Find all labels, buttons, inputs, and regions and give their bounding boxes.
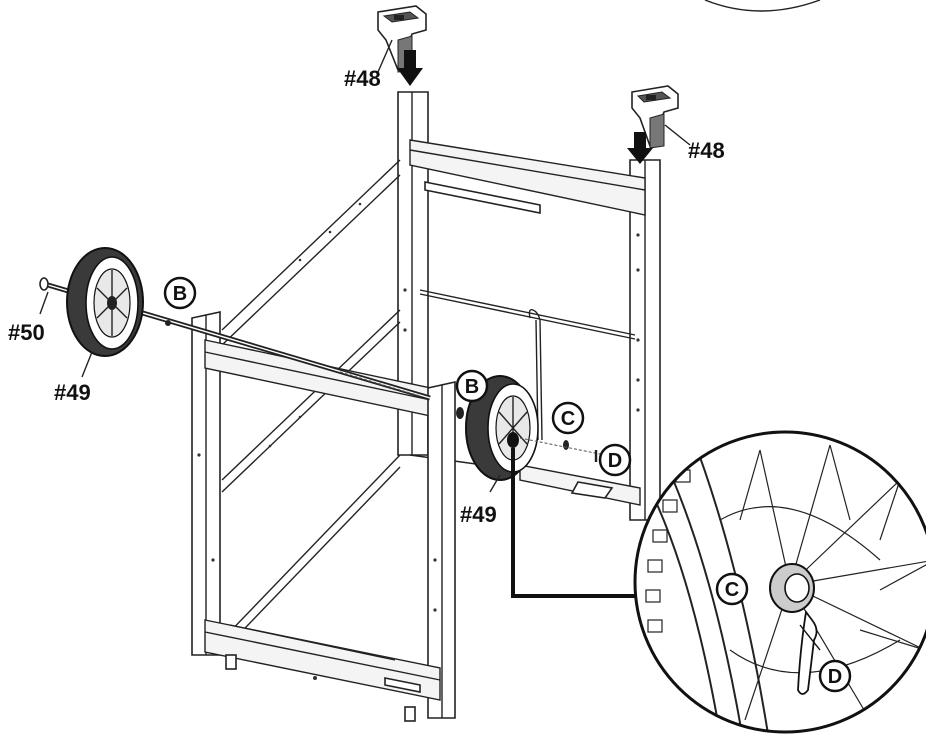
callout-c-detail: C bbox=[715, 572, 749, 606]
callout-b-right-text: B bbox=[465, 376, 479, 398]
back-middle-rod bbox=[419, 289, 636, 441]
label-wheel-right: #49 bbox=[460, 502, 497, 527]
right-cap-leader-line bbox=[664, 124, 691, 146]
callout-b-left-text: B bbox=[173, 283, 187, 305]
label-axle: #50 bbox=[8, 320, 45, 345]
detail-cotter-pin bbox=[797, 609, 818, 695]
arrow-down-right-icon bbox=[627, 132, 653, 164]
front-right-leg bbox=[427, 381, 456, 719]
label-cap-right: #48 bbox=[688, 138, 725, 163]
callout-c-main-text: C bbox=[561, 408, 575, 430]
callout-d-main-text: D bbox=[608, 450, 622, 472]
cap-left bbox=[377, 5, 427, 73]
right-wheel bbox=[465, 375, 539, 481]
detail-axle-end bbox=[784, 573, 810, 603]
callout-d-detail: D bbox=[818, 659, 852, 693]
label-wheel-left: #49 bbox=[54, 380, 91, 405]
back-bottom-rail bbox=[519, 464, 641, 506]
front-bottom-rail bbox=[204, 619, 441, 722]
left-cap-leader-line bbox=[377, 39, 393, 73]
cap-right bbox=[631, 85, 679, 149]
callout-b-right: B bbox=[455, 369, 489, 403]
back-right-leg bbox=[629, 159, 661, 521]
callout-d-detail-text: D bbox=[828, 666, 842, 688]
left-wheel-leader-line bbox=[81, 351, 93, 378]
callout-c-main: C bbox=[551, 401, 585, 435]
left-wheel bbox=[66, 247, 144, 357]
washer-c bbox=[456, 407, 601, 455]
arrow-down-left-icon bbox=[397, 50, 423, 86]
partial-circle-edge bbox=[704, 0, 821, 12]
left-side-rails bbox=[221, 159, 521, 653]
detail-magnifier bbox=[633, 430, 926, 734]
callout-c-detail-text: C bbox=[725, 579, 739, 601]
callout-b-left: B bbox=[163, 276, 197, 310]
axle-leader-line bbox=[39, 291, 49, 315]
label-cap-left: #48 bbox=[344, 66, 381, 91]
right-wheel-leader-line bbox=[489, 474, 501, 493]
back-top-rail bbox=[409, 139, 646, 216]
detail-connector-line bbox=[511, 448, 636, 598]
callout-d-main: D bbox=[598, 443, 632, 477]
